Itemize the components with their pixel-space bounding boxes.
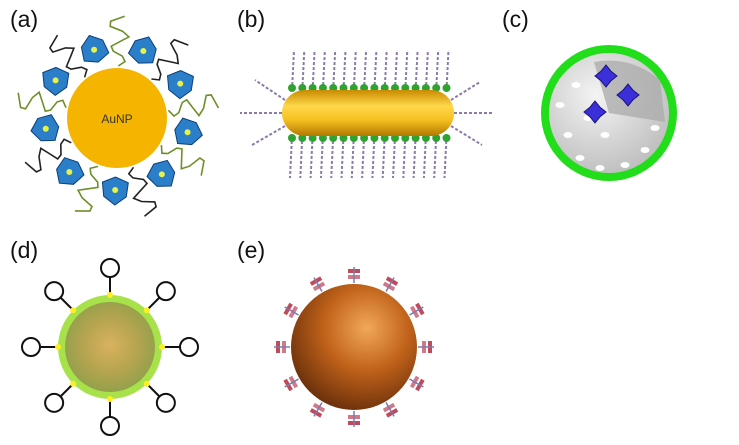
- ligand-end: [252, 126, 285, 145]
- loop: [101, 259, 119, 277]
- ligand-bottom: [331, 136, 333, 178]
- attachment-dot: [144, 381, 150, 387]
- pore: [596, 165, 605, 171]
- cluster-center: [43, 126, 49, 132]
- cluster-center: [177, 81, 183, 87]
- ligand-chain: [168, 95, 218, 116]
- ligand-top: [436, 50, 438, 90]
- panel-e: (e): [230, 225, 500, 445]
- attachment-dot: [107, 396, 113, 402]
- cluster-center: [112, 187, 118, 193]
- panel-d-graphic: [0, 225, 230, 445]
- cluster-center: [91, 47, 97, 53]
- ligand-bottom: [321, 136, 323, 178]
- ligand-chain: [18, 92, 66, 111]
- ligand-top: [364, 50, 366, 90]
- ligand-top: [426, 50, 428, 90]
- ligand-top: [374, 50, 376, 90]
- panel-a-graphic: AuNP: [0, 0, 230, 220]
- ligand-bottom: [372, 136, 374, 178]
- panel-d: (d): [0, 225, 230, 445]
- core-label: AuNP: [101, 112, 132, 126]
- loop: [22, 338, 40, 356]
- ligand-bottom: [311, 136, 313, 178]
- loop: [101, 417, 119, 435]
- cluster-center: [185, 129, 191, 135]
- ligand-top: [447, 50, 449, 90]
- pore: [651, 125, 660, 131]
- ligand-end: [451, 82, 480, 100]
- ligand-cluster: [418, 341, 434, 353]
- ligand-end: [255, 80, 285, 100]
- ligand-bottom: [352, 136, 354, 178]
- loop: [45, 282, 63, 300]
- loop: [157, 282, 175, 300]
- cluster-center: [140, 48, 146, 54]
- ligand-top: [292, 50, 294, 90]
- ligand-bottom: [414, 136, 416, 178]
- ligand-top: [395, 50, 397, 90]
- attachment-dot: [144, 307, 150, 313]
- attachment-dot: [55, 344, 61, 350]
- pore: [621, 162, 630, 168]
- ligand-anchor-bottom: [288, 134, 296, 142]
- ligand-top: [416, 50, 418, 90]
- ligand-top: [385, 50, 387, 90]
- panel-a: (a) AuNP: [0, 0, 230, 220]
- attachment-dot: [107, 292, 113, 298]
- pore: [601, 132, 610, 138]
- ligand-bottom: [393, 136, 395, 178]
- ligand-top: [323, 50, 325, 90]
- pore: [576, 155, 585, 161]
- panel-c: (c): [500, 0, 739, 220]
- panel-b: (b): [230, 0, 500, 220]
- loop: [180, 338, 198, 356]
- ligand-bottom: [290, 136, 292, 178]
- panel-c-graphic: [500, 0, 739, 220]
- ligand-bottom: [424, 136, 426, 178]
- ligand-bottom: [383, 136, 385, 178]
- ligand-bottom: [362, 136, 364, 178]
- ligand-bottom: [403, 136, 405, 178]
- ligand-cluster: [348, 267, 360, 283]
- pore: [556, 102, 565, 108]
- pore: [572, 82, 581, 88]
- loop: [45, 394, 63, 412]
- core-particle: [65, 302, 155, 392]
- pore: [641, 147, 650, 153]
- cluster-center: [53, 77, 59, 83]
- ligand-top: [405, 50, 407, 90]
- ligand-top: [354, 50, 356, 90]
- ligand-end: [451, 126, 482, 145]
- attachment-dot: [70, 381, 76, 387]
- panel-e-graphic: [230, 225, 500, 445]
- ligand-top: [313, 50, 315, 90]
- ligand-anchor-top: [288, 84, 296, 92]
- ligand-cluster: [274, 341, 290, 353]
- gold-nanorod: [282, 90, 454, 136]
- ligand-top: [333, 50, 335, 90]
- ligand-bottom: [300, 136, 302, 178]
- pore: [564, 132, 573, 138]
- ligand-bottom: [434, 136, 436, 178]
- ligand-top: [302, 50, 304, 90]
- ligand-bottom: [342, 136, 344, 178]
- panel-b-graphic: [230, 0, 500, 220]
- ligand-chain: [110, 16, 129, 66]
- cluster-center: [159, 171, 165, 177]
- attachment-dot: [70, 307, 76, 313]
- ligand-anchor-bottom: [443, 134, 451, 142]
- ligand-cluster: [348, 411, 360, 427]
- ligand-anchor-top: [443, 84, 451, 92]
- ligand-bottom: [445, 136, 447, 178]
- ligand-top: [344, 50, 346, 90]
- cluster-center: [66, 169, 72, 175]
- loop: [157, 394, 175, 412]
- nanoparticle-core: [291, 284, 417, 410]
- attachment-dot: [159, 344, 165, 350]
